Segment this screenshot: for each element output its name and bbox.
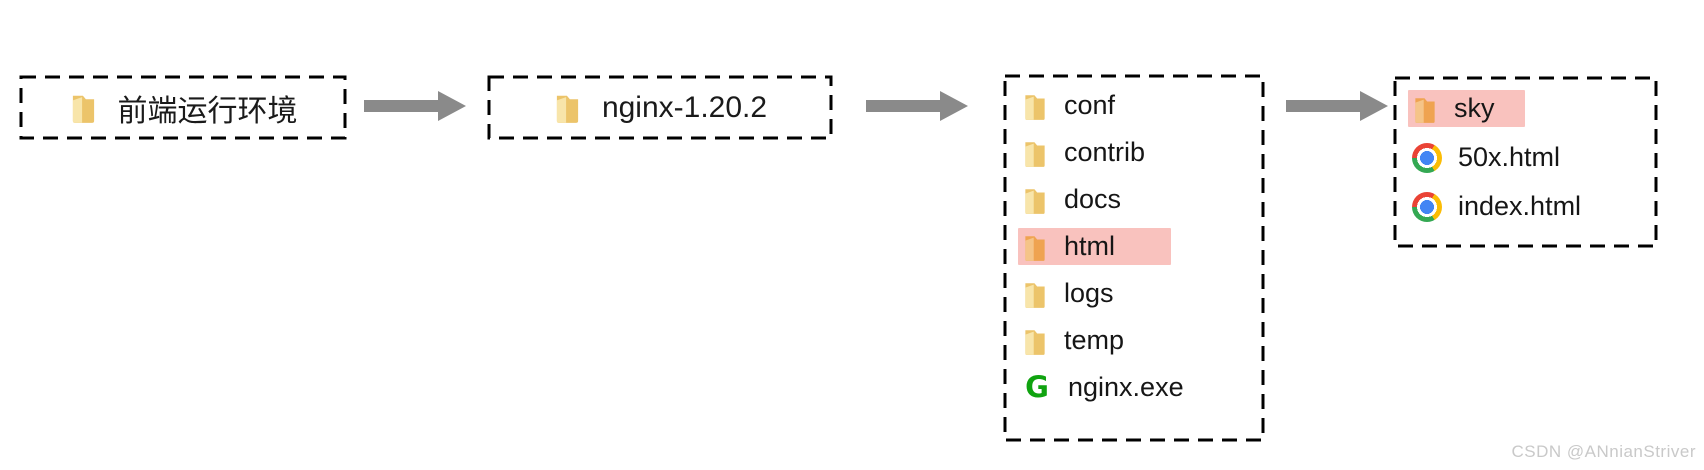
list-item-html-highlighted: html xyxy=(1018,223,1262,270)
node-label: 前端运行环境 xyxy=(117,94,298,128)
folder-icon xyxy=(1415,97,1435,123)
list-item-logs: logs xyxy=(1018,270,1262,317)
item-label: sky xyxy=(1454,93,1495,123)
node-label: nginx-1.20.2 xyxy=(601,90,768,124)
list-item-contrib: contrib xyxy=(1018,129,1262,176)
highlight-pink: html xyxy=(1018,228,1172,265)
flow-node-nginx-folder: nginx-1.20.2 xyxy=(487,75,833,140)
arrow-right-icon xyxy=(364,89,466,123)
item-label: contrib xyxy=(1064,137,1146,167)
list-item-temp: temp xyxy=(1018,317,1262,364)
folder-icon xyxy=(1025,141,1045,167)
folder-icon xyxy=(1025,329,1045,355)
arrow-right-icon xyxy=(866,89,968,123)
flow-node-nginx-contents: conf contrib docs xyxy=(1003,74,1265,442)
folder-icon xyxy=(1025,188,1045,214)
item-label: nginx.exe xyxy=(1068,372,1184,402)
list-item-sky-highlighted: sky xyxy=(1408,84,1655,133)
file-list: conf contrib docs xyxy=(1006,77,1262,439)
list-item-docs: docs xyxy=(1018,176,1262,223)
folder-icon xyxy=(1025,282,1045,308)
chrome-icon xyxy=(1412,191,1442,222)
item-label: 50x.html xyxy=(1458,142,1561,172)
folder-icon xyxy=(72,95,94,123)
item-label: temp xyxy=(1064,325,1125,355)
list-item-50x-html: 50x.html xyxy=(1408,133,1655,182)
folder-icon xyxy=(1025,94,1045,120)
item-label: html xyxy=(1064,231,1116,261)
list-item-index-html: index.html xyxy=(1408,182,1655,231)
item-label: docs xyxy=(1064,184,1122,214)
file-list: sky 50x.html index.html xyxy=(1396,79,1655,245)
item-label: conf xyxy=(1064,90,1116,120)
nginx-icon: G xyxy=(1025,370,1049,404)
item-label: index.html xyxy=(1458,191,1582,221)
flow-node-frontend-env: 前端运行环境 xyxy=(19,75,347,140)
folder-icon xyxy=(556,95,579,123)
item-label: logs xyxy=(1064,278,1114,308)
csdn-watermark: CSDN @ANnianStriver xyxy=(1511,442,1696,461)
highlight-pink: sky xyxy=(1408,90,1525,127)
list-item-conf: conf xyxy=(1018,82,1262,129)
folder-icon xyxy=(1025,235,1045,261)
flow-node-html-contents: sky 50x.html index.html xyxy=(1393,76,1658,248)
chrome-icon xyxy=(1412,142,1442,173)
list-item-nginx-exe: G nginx.exe xyxy=(1018,364,1262,411)
arrow-right-icon xyxy=(1286,89,1388,123)
